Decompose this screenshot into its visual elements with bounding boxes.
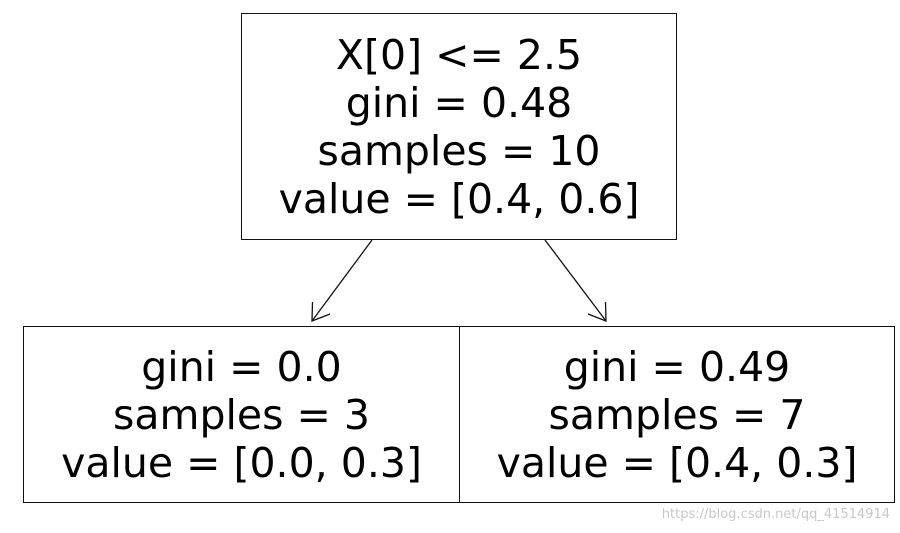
root-value: value = [0.4, 0.6]	[278, 174, 640, 223]
edge-root-to-right	[544, 239, 607, 322]
right-gini: gini = 0.49	[563, 342, 791, 391]
right-leaf-node: gini = 0.49 samples = 7 value = [0.4, 0.…	[459, 326, 895, 503]
edge-root-to-left	[311, 239, 373, 322]
left-samples: samples = 3	[113, 390, 370, 439]
right-samples: samples = 7	[548, 390, 806, 439]
left-value: value = [0.0, 0.3]	[61, 438, 422, 487]
watermark-text: https://blog.csdn.net/qq_41514914	[661, 507, 890, 522]
root-samples: samples = 10	[317, 126, 601, 175]
left-gini: gini = 0.0	[141, 342, 342, 391]
arrowhead-left	[311, 301, 331, 322]
right-value: value = [0.4, 0.3]	[496, 438, 858, 487]
root-node: X[0] <= 2.5 gini = 0.48 samples = 10 val…	[241, 13, 677, 240]
left-leaf-node: gini = 0.0 samples = 3 value = [0.0, 0.3…	[23, 326, 460, 503]
root-split-rule: X[0] <= 2.5	[335, 30, 583, 79]
root-gini: gini = 0.48	[345, 78, 573, 127]
arrowhead-right	[587, 301, 607, 322]
